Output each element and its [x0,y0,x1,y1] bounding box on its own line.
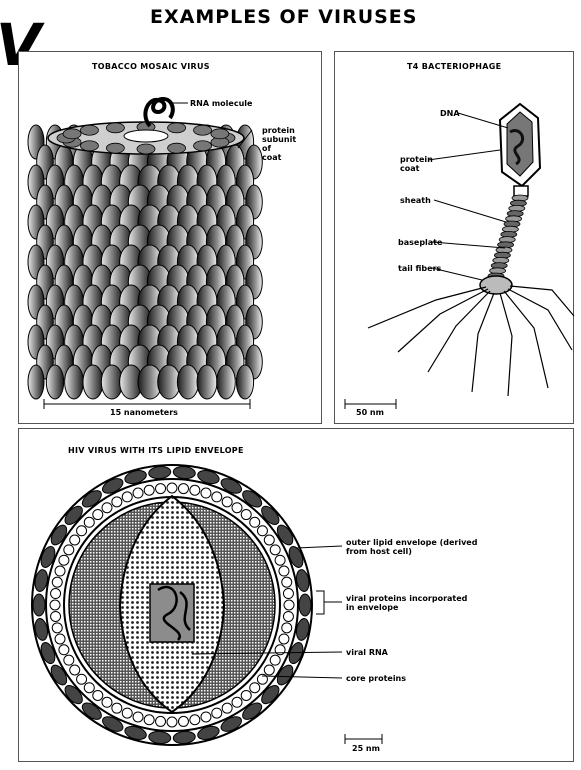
t4-label-coat: protein coat [400,155,433,173]
t4-scale-label: 50 nm [356,408,384,417]
tobacco-label-protein: protein subunit of coat [262,126,296,162]
t4-label-fibers: tail fibers [398,264,441,273]
tobacco-virus-body [28,122,262,399]
hiv-label-rna: viral RNA [346,648,388,657]
hiv-label-envelope: outer lipid envelope (derived from host … [346,538,477,556]
tobacco-scale-label: 15 nanometers [110,408,178,417]
hiv-scale-bar [345,734,382,744]
hiv-scale-label: 25 nm [352,744,380,753]
t4-label-dna: DNA [440,109,460,118]
t4-phage [368,104,574,396]
t4-label-sheath: sheath [400,196,431,205]
hiv-label-viral-proteins: viral proteins incorporated in envelope [346,594,467,612]
hiv-label-core: core proteins [346,674,406,683]
tobacco-label-rna: RNA molecule [190,99,252,108]
hiv-virion [32,465,312,745]
t4-label-baseplate: baseplate [398,238,442,247]
